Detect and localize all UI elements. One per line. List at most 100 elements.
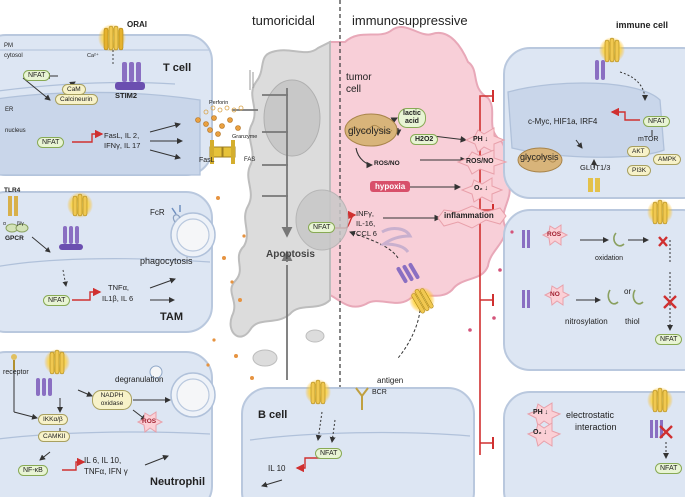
interaction-label: interaction	[575, 422, 617, 432]
inflammation-burst	[437, 205, 507, 229]
neutrophil-genes-2: TNFα, IFN γ	[84, 467, 128, 476]
fas-label: FAS	[244, 157, 256, 163]
akt-pill: AKT	[627, 146, 650, 157]
mitochondrion-tumor	[344, 113, 398, 147]
nfat-pill-ph-panel: NFAT	[655, 463, 683, 474]
tam-orai	[72, 193, 88, 217]
lactic-label-2: acid	[404, 118, 419, 125]
neutrophil-genes-1: IL 6, IL 10,	[84, 456, 122, 465]
ph-effect-label: PH ↓	[473, 136, 489, 143]
il10-label: IL 10	[268, 464, 286, 473]
immune-stim	[595, 60, 605, 80]
ros-no-effect-label: ROS/NO	[466, 158, 494, 165]
glut-label: GLUT1/3	[580, 163, 611, 172]
ph-panel-orai	[652, 387, 668, 413]
tumor-cytokines-3: CCL 6	[356, 229, 377, 238]
ros-panel-orai	[652, 199, 668, 225]
tumor-title-2: cell	[346, 84, 362, 95]
stim2-channel	[115, 62, 145, 90]
tumor-cytokines-1: INFγ,	[356, 209, 374, 218]
tumor-nucleus	[295, 189, 349, 251]
b-cell-orai	[310, 379, 326, 405]
nfat-pill-tumor: NFAT	[308, 222, 336, 233]
nfat-pill-bcell: NFAT	[315, 448, 343, 459]
immune-cell-title: immune cell	[616, 20, 669, 30]
inhibition-tree	[479, 95, 493, 455]
apoptotic-nucleus	[263, 79, 321, 157]
neutrophil-receptor	[11, 354, 17, 370]
orai-label: ORAI	[127, 20, 147, 29]
hypoxia-badge: hypoxia	[370, 181, 411, 192]
tcell-genes-1: FasL, IL 2,	[104, 131, 140, 140]
nadph-label-2: oxidase	[100, 400, 124, 407]
tcell-genes-2: IFNγ, IL 17	[104, 141, 141, 150]
o2-effect-burst	[460, 177, 504, 203]
immune-genes-label: c-Myc, HIF1a, IRF4	[528, 117, 598, 126]
ampk-pill: AMPK	[653, 154, 682, 165]
o2-burst	[526, 422, 562, 447]
bcr-receptor	[355, 387, 369, 410]
nucleus-label: nucleus	[5, 128, 26, 134]
ros-panel-body	[503, 209, 685, 371]
tumor-title-1: tumor	[346, 72, 372, 83]
glut-transporter	[588, 178, 600, 192]
bcr-label: BCR	[372, 389, 387, 396]
thiol-label: thiol	[625, 317, 640, 326]
nfat-pill-cytosol: NFAT	[23, 70, 51, 81]
neutrophil-stim	[36, 378, 52, 396]
perforin-label: Perforin	[209, 100, 229, 106]
immunosuppressive-header: immunosuppressive	[352, 13, 468, 28]
pm-label: PM	[4, 43, 13, 49]
ros-panel-ros-label: ROS	[547, 231, 562, 238]
ros-panel-stim-2	[522, 290, 530, 308]
or-label: or	[624, 287, 632, 296]
lactic-label-1: lactic	[403, 110, 421, 117]
degranulation-label: degranulation	[115, 375, 164, 384]
stim2-label: STIM2	[115, 91, 138, 100]
tam-stim	[59, 226, 83, 250]
cytosol-label: cytosol	[4, 53, 23, 59]
tumoricidal-header: tumoricidal	[252, 13, 315, 28]
antigen-label: antigen	[377, 376, 404, 385]
neutrophil-orai	[49, 349, 65, 375]
b-cell-body	[241, 387, 475, 497]
tam-genes-2: IL1β, IL 6	[102, 294, 134, 303]
gpcr-label: GPCR	[5, 235, 24, 242]
fcr-label: FcR	[150, 208, 165, 217]
ros-burst-neutrophil	[136, 411, 164, 433]
tlr4-receptor	[5, 196, 29, 233]
nitrosylation-label: nitrosylation	[565, 317, 608, 326]
nfat-pill-ros-panel: NFAT	[655, 334, 683, 345]
fragment-1	[252, 349, 278, 367]
nadph-label-1: NADPH	[100, 392, 124, 399]
ph-panel-ph-label: PH ↓	[533, 409, 549, 416]
h2o2-pill: H2O2	[410, 134, 439, 145]
nfat-pill-tam: NFAT	[43, 295, 71, 306]
calcineurin-pill: Calcineurin	[55, 94, 98, 105]
tumor-orai	[411, 288, 434, 314]
mitochondrion-immune	[517, 147, 563, 173]
phagocytosis-label: phagocytosis	[140, 256, 193, 266]
er-tumor	[379, 227, 413, 253]
nfkb-pill: NF-κB	[18, 465, 48, 476]
fragment-2	[305, 329, 325, 343]
pi3k-pill: PI3K	[627, 165, 652, 176]
bcell-title: B cell	[258, 409, 288, 421]
gbetagamma-label: β/γ	[17, 221, 24, 227]
glycolysis-immune-label: glycolysis	[520, 152, 559, 162]
tumor-ros-no-label: ROS/NO	[374, 160, 400, 167]
ros-label-neutrophil: ROS	[142, 418, 157, 425]
electrostatic-label: electrostatic	[566, 410, 615, 420]
neutrophil-title: Neutrophil	[150, 476, 205, 488]
camkii-pill: CAMKII	[38, 431, 71, 442]
er-label: ER	[5, 107, 14, 113]
orai-channel	[103, 25, 124, 51]
receptor-label: receptor	[3, 369, 29, 376]
nfat-pill-tcell: NFAT	[37, 137, 65, 148]
fasl-label: FasL	[199, 157, 215, 164]
ros-panel-stim-1	[522, 230, 530, 248]
calcium-label: Ca²⁺	[87, 53, 99, 59]
tlr4-label: TLR4	[4, 187, 21, 194]
tcell-title: T cell	[163, 62, 192, 74]
